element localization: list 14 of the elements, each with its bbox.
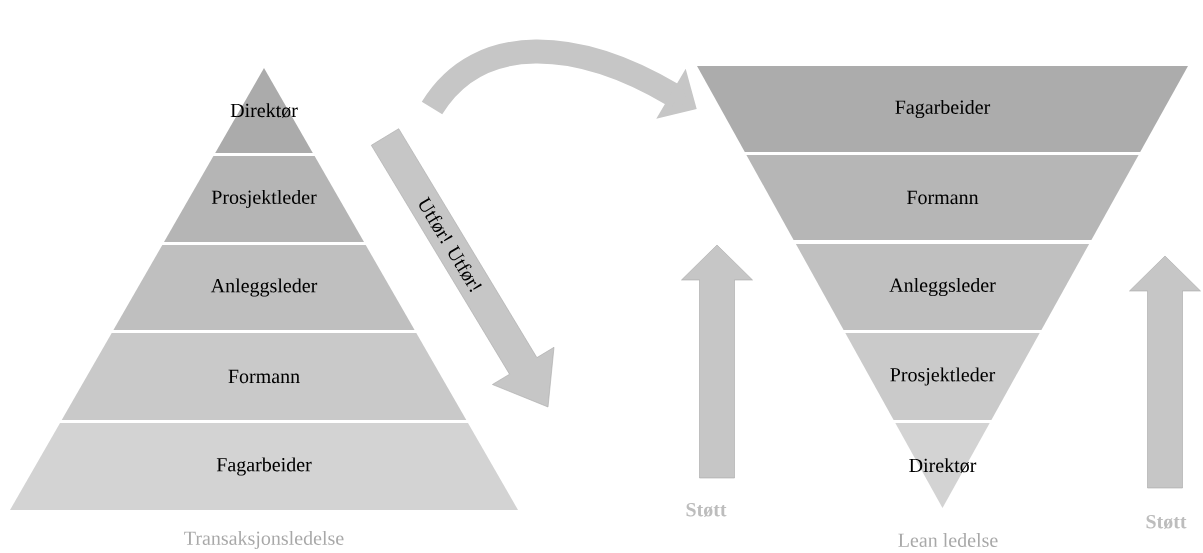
pyramid-band: Anleggsleder [113,245,415,330]
pyramid-band: Direktør [215,68,313,153]
pyramid-band: Anleggsleder [795,244,1090,330]
caption: Lean ledelse [898,532,998,547]
pyramid-band: Formann [61,333,467,420]
support-label: Støtt [1146,514,1187,529]
pyramid-band: Direktør [895,423,990,508]
support-label: Støtt [686,502,727,517]
pyramid-band: Fagarbeider [10,423,518,510]
pyramid-band: Prosjektleder [845,333,1040,420]
pyramid-band: Fagarbeider [697,66,1188,152]
caption: Transaksjonsledelse [184,530,344,550]
pyramid-band: Prosjektleder [164,156,364,242]
pyramid-band: Formann [746,155,1139,240]
